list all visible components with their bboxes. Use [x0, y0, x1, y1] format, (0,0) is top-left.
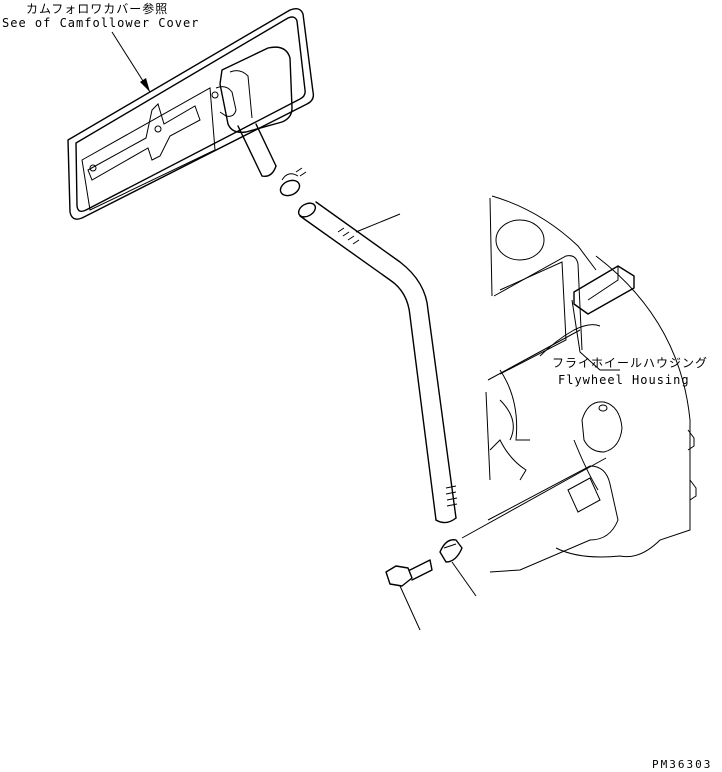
engine-block	[355, 195, 697, 573]
flywheel-label-jp: フライホイールハウジング	[552, 356, 709, 370]
bolt-and-clip	[385, 457, 607, 631]
flywheel-label-en: Flywheel Housing	[558, 373, 690, 387]
flywheel-leader	[499, 324, 601, 441]
camfollower-label-en: See of Camfollower Cover	[2, 16, 200, 30]
hose-clamp-upper	[279, 167, 307, 197]
camfollower-label-jp: カムフォロワカバー参照	[26, 2, 169, 16]
camfollower-cover	[67, 7, 315, 220]
drawing-id: PM36303	[652, 758, 713, 771]
breather-tube	[297, 201, 458, 524]
camfollower-leader	[111, 31, 151, 93]
